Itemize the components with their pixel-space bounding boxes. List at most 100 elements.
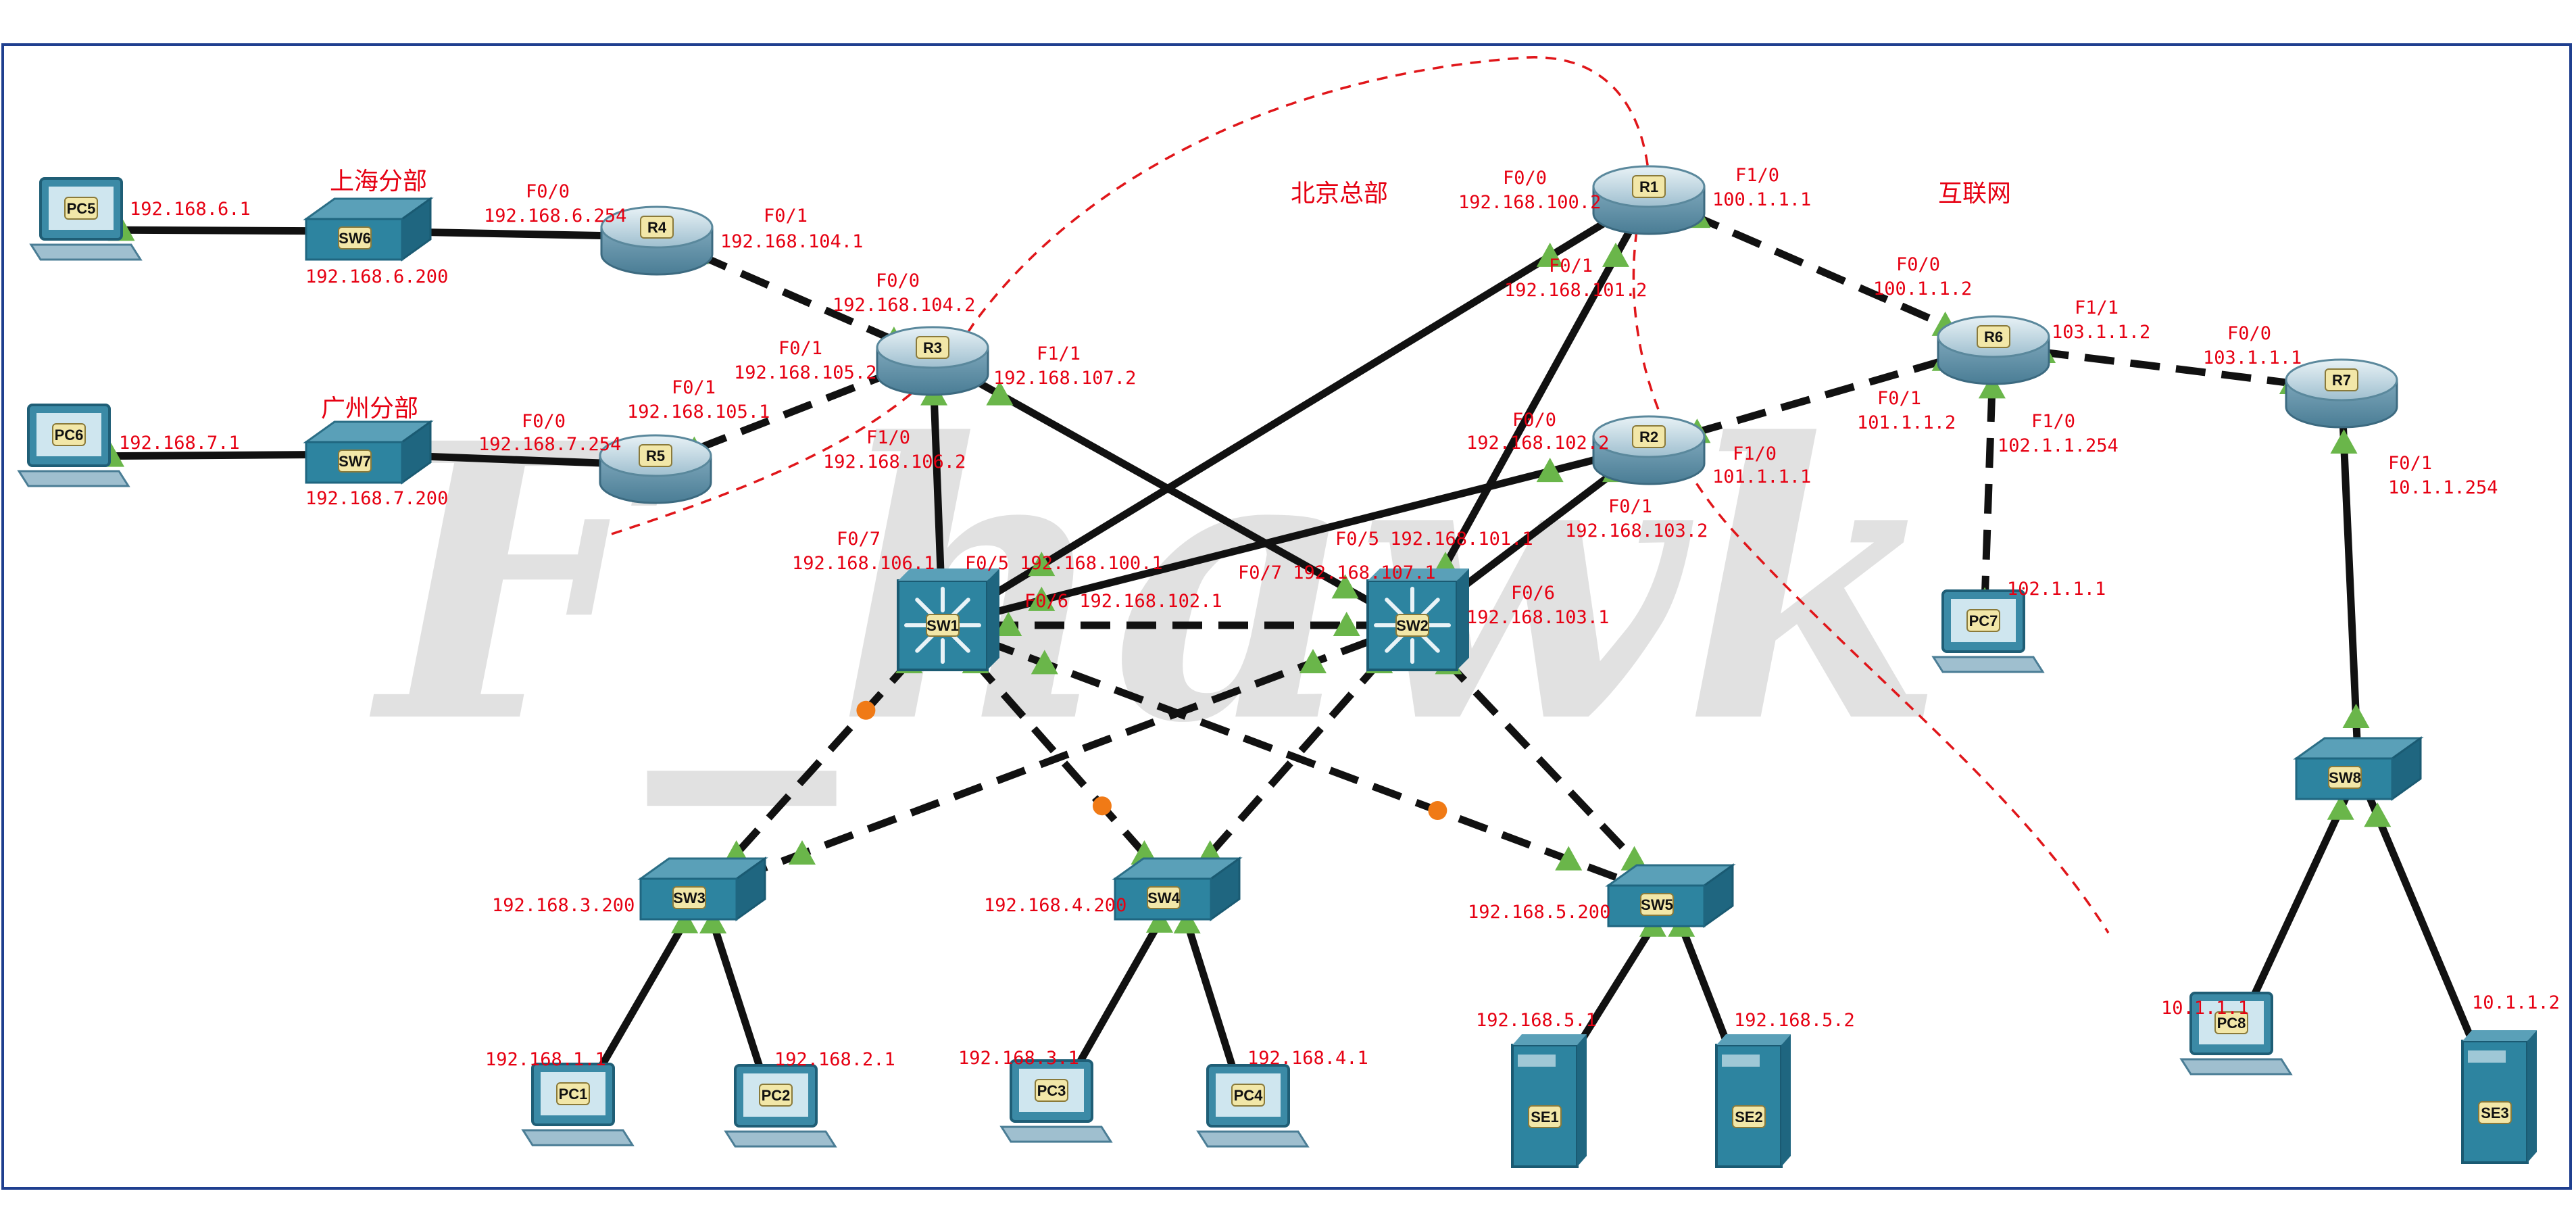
port-label: F1/0 xyxy=(1735,165,1779,186)
port-label: F0/0 xyxy=(526,181,570,202)
port-label: 10.1.1.1 xyxy=(2161,998,2249,1019)
region-boundaries xyxy=(611,56,2110,934)
port-label: F0/0 xyxy=(2227,323,2271,344)
device-tag xyxy=(1395,614,1429,637)
device-sw4[interactable]: SW4 xyxy=(1112,856,1243,921)
port-label: 192.168.100.2 xyxy=(1458,192,1601,213)
device-tag xyxy=(1966,609,2000,632)
link-r3-sw2 xyxy=(928,353,1416,629)
port-label: F1/0 xyxy=(2031,411,2075,432)
device-tag-text: R6 xyxy=(1984,329,2003,345)
device-sw3[interactable]: SW3 xyxy=(637,856,768,921)
device-tag xyxy=(64,197,98,220)
device-sw5[interactable]: SW5 xyxy=(1605,863,1736,928)
device-tag xyxy=(1977,325,2010,348)
device-tag-text: PC8 xyxy=(2217,1015,2246,1032)
device-pc5[interactable]: PC5 xyxy=(29,177,143,261)
port-label: 192.168.102.2 xyxy=(1466,433,1609,454)
diagram-frame xyxy=(1,43,2572,1190)
device-sw7[interactable]: SW7 xyxy=(303,420,434,485)
device-pc8[interactable]: PC8 xyxy=(2179,992,2293,1075)
port-blocked-marker xyxy=(1428,801,1447,821)
device-tag-text: PC5 xyxy=(67,200,96,217)
device-tag-text: PC4 xyxy=(1234,1087,1264,1104)
device-r1[interactable]: R1 xyxy=(1592,165,1706,235)
port-label: F0/0 xyxy=(522,411,566,432)
port-label: 192.168.5.2 xyxy=(1734,1010,1855,1031)
device-pc4[interactable]: PC4 xyxy=(1196,1064,1310,1148)
device-tag-text: SE3 xyxy=(2481,1105,2509,1121)
port-label: 192.168.101.2 xyxy=(1504,280,1647,301)
device-se1[interactable]: SE1 xyxy=(1511,1034,1587,1168)
device-r3[interactable]: R3 xyxy=(876,326,989,396)
device-tag xyxy=(1035,1079,1068,1102)
device-sw6[interactable]: SW6 xyxy=(303,197,434,262)
device-tag-text: R5 xyxy=(646,447,665,464)
port-label: 192.168.4.200 xyxy=(984,895,1126,916)
port-up-marker xyxy=(1031,650,1058,675)
device-r6[interactable]: R6 xyxy=(1937,315,2050,385)
device-se2[interactable]: SE2 xyxy=(1715,1034,1791,1168)
region-internet: 互联网 xyxy=(1938,180,2011,208)
device-pc1[interactable]: PC1 xyxy=(521,1063,635,1146)
device-tag-text: PC1 xyxy=(559,1086,588,1103)
port-label: 102.1.1.254 xyxy=(1998,435,2119,456)
device-tag xyxy=(926,614,960,637)
link-r2-r6 xyxy=(1648,342,1995,450)
device-pc6[interactable]: PC6 xyxy=(17,404,130,487)
port-label: F0/6 xyxy=(1511,583,1555,604)
port-label: F0/5 192.168.100.1 xyxy=(965,553,1163,574)
device-tag xyxy=(52,423,86,446)
region-shanghai: 上海分部 xyxy=(330,168,427,195)
port-label: 192.168.6.254 xyxy=(484,205,626,226)
port-label: F0/6 192.168.102.1 xyxy=(1024,591,1222,612)
port-up-marker xyxy=(1978,374,2006,399)
port-label: 10.1.1.254 xyxy=(2388,477,2498,498)
port-up-marker xyxy=(1555,846,1583,871)
device-sw2[interactable]: SW2 xyxy=(1366,568,1469,671)
port-label: F0/1 xyxy=(672,377,716,398)
region-guangzhou: 广州分部 xyxy=(321,395,418,422)
device-r4[interactable]: R4 xyxy=(600,205,714,276)
port-up-marker xyxy=(1331,574,1359,599)
device-sw8[interactable]: SW8 xyxy=(2293,736,2424,801)
port-label: 192.168.5.1 xyxy=(1476,1010,1597,1031)
device-r2[interactable]: R2 xyxy=(1592,415,1706,485)
device-tag xyxy=(1528,1105,1562,1128)
device-tag-text: R1 xyxy=(1639,178,1658,195)
port-label: F0/1 xyxy=(2388,453,2432,474)
port-label: 192.168.6.1 xyxy=(130,199,251,220)
port-up-marker xyxy=(2330,429,2358,454)
device-pc3[interactable]: PC3 xyxy=(999,1059,1113,1143)
port-up-marker xyxy=(1536,242,1564,267)
device-tag-text: R7 xyxy=(2332,372,2351,389)
port-up-marker xyxy=(671,909,699,934)
port-label: F0/1 xyxy=(1549,256,1593,276)
port-label: F1/0 xyxy=(866,427,910,448)
port-blocked-marker xyxy=(856,700,876,720)
device-se3[interactable]: SE3 xyxy=(2461,1030,2537,1164)
port-up-marker xyxy=(2364,802,2392,827)
port-up-marker xyxy=(1333,612,1360,636)
device-tag xyxy=(556,1082,590,1105)
device-pc7[interactable]: PC7 xyxy=(1931,589,2045,673)
port-label: F0/7 192.168.107.1 xyxy=(1238,562,1436,583)
device-pc2[interactable]: PC2 xyxy=(724,1064,837,1148)
port-label: 103.1.1.1 xyxy=(2203,347,2302,368)
device-tag xyxy=(2478,1101,2512,1124)
device-tag-text: R4 xyxy=(647,219,667,236)
port-label: F0/0 xyxy=(1896,254,1940,275)
device-tag-text: PC6 xyxy=(55,427,84,443)
link-sw1-r2 xyxy=(939,442,1653,629)
device-r5[interactable]: R5 xyxy=(599,434,712,504)
device-r7[interactable]: R7 xyxy=(2285,358,2398,429)
port-label: 192.168.104.1 xyxy=(720,231,863,252)
port-label: F1/0 xyxy=(1733,443,1777,464)
port-up-marker xyxy=(1145,908,1173,933)
device-tag xyxy=(338,450,372,473)
port-up-marker xyxy=(789,840,816,865)
device-tag-text: SW1 xyxy=(926,617,959,634)
device-sw1[interactable]: SW1 xyxy=(897,568,999,671)
port-up-marker xyxy=(2342,704,2370,729)
